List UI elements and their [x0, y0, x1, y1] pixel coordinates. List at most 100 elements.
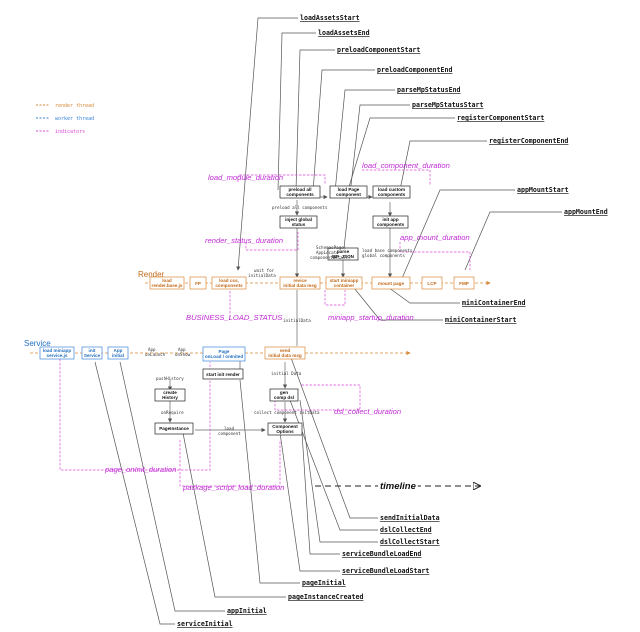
svg-text:History: History [162, 395, 178, 400]
box-fp: FP [189, 276, 207, 290]
svg-text:initial data msg: initial data msg [283, 283, 317, 288]
box-inject-global: inject global status [279, 215, 318, 229]
duration-miniapp-startup: miniapp_startup_duration [328, 313, 414, 322]
label-componentdetail: componentDetail; [310, 255, 350, 260]
svg-text:preload all: preload all [289, 187, 312, 192]
duration-business-load: BUSINESS_LOAD_STATUS [186, 313, 282, 322]
svg-text:initial data msg: initial data msg [268, 353, 302, 358]
legend-render: render thread [55, 103, 94, 109]
box-create-history: create History [154, 388, 186, 402]
box-start-miniapp: start miniapp container [325, 276, 363, 290]
svg-text:components: components [378, 192, 406, 197]
svg-text:component: component [336, 192, 361, 197]
duration-page-oninit: page_onInit_duration [104, 465, 176, 474]
svg-text:start init render: start init render [206, 372, 240, 377]
svg-text:initial: initial [112, 353, 124, 358]
duration-labels: load_module_duration load_component_dura… [104, 161, 470, 492]
box-component-options: Component Options [267, 422, 303, 436]
event-dsl-collect-start: dslCollectStart [380, 538, 440, 546]
svg-text:create: create [163, 390, 177, 395]
svg-text:MP_JSON: MP_JSON [332, 254, 355, 259]
flow-arrows [167, 194, 393, 433]
label-app-onlaunch-b: onLaunch [145, 352, 166, 357]
svg-text:load miniapp: load miniapp [43, 348, 72, 353]
svg-text:LCP: LCP [427, 281, 436, 286]
svg-text:start miniapp: start miniapp [330, 278, 359, 283]
event-leaders [94, 17, 562, 625]
box-load-custom: load custom components [372, 185, 411, 199]
svg-text:init: init [89, 348, 96, 353]
label-initialdata-top: initialData [248, 273, 276, 278]
label-schemaspage: SchemasPage; [316, 245, 346, 250]
svg-text:revice: revice [293, 278, 307, 283]
legend-worker: worker thread [55, 116, 94, 122]
event-register-component-start: registerComponentStart [457, 114, 544, 122]
event-load-assets-start: loadAssetsStart [300, 14, 360, 22]
svg-text:service.js: service.js [47, 353, 68, 358]
label-load-component-a: load [224, 426, 235, 431]
box-load-miniapp-service: load miniapp service.js [39, 346, 75, 360]
box-load-page: load Page component [329, 185, 368, 199]
svg-text:comp dsl: comp dsl [274, 395, 294, 400]
label-app-onshow-a: App [178, 347, 186, 352]
svg-text:PageInstance: PageInstance [159, 426, 189, 431]
svg-text:init app: init app [382, 217, 399, 222]
svg-text:onLoad / onInited: onLoad / onInited [205, 354, 243, 359]
svg-text:status: status [292, 222, 306, 227]
lane-service-label: Service [24, 339, 51, 348]
event-page-initial: pageInitial [302, 579, 346, 587]
svg-text:parse: parse [337, 249, 350, 254]
box-gen-comp-dsl: gen comp dsl [269, 388, 299, 402]
event-preload-component-start: preloadComponentStart [337, 46, 420, 54]
svg-text:components: components [377, 222, 405, 227]
legend-indicators: indicators [55, 129, 85, 135]
label-wait-for: wait for [254, 268, 275, 273]
label-applocate: AppLocate [316, 250, 339, 255]
event-load-assets-end: loadAssetsEnd [318, 29, 370, 37]
box-fmp: FMP [453, 276, 475, 290]
event-parse-mp-status-end: parseMpStatusEnd [397, 86, 461, 94]
svg-text:load: load [162, 278, 172, 283]
event-app-initial: appInitial [227, 607, 267, 615]
svg-text:inject global: inject global [285, 217, 312, 222]
event-preload-component-end: preloadComponentEnd [377, 66, 452, 74]
small-labels: preload all components SchemasPage; AppL… [145, 205, 413, 436]
box-mount-page: mount page [371, 276, 411, 290]
box-preload-all: preload all components [279, 185, 321, 199]
lane-render-label: Render [138, 270, 165, 279]
svg-text:Component: Component [272, 424, 298, 429]
svg-text:components: components [286, 192, 314, 197]
event-labels: loadAssetsStart loadAssetsEnd preloadCom… [177, 14, 608, 628]
event-page-instance-created: pageInstanceCreated [288, 593, 363, 601]
event-service-bundle-load-start: serviceBundleLoadStart [342, 567, 429, 575]
label-global-components: global components [362, 253, 405, 258]
event-mini-container-end: miniContainerEnd [462, 299, 526, 307]
label-app-onlaunch-a: App [148, 347, 156, 352]
svg-text:load css,: load css, [219, 278, 239, 283]
label-preload-all-components: preload all components [272, 205, 328, 210]
svg-text:Page: Page [219, 349, 230, 354]
box-app-initial: App initial [107, 346, 129, 360]
event-service-bundle-load-end: serviceBundleLoadEnd [342, 550, 421, 558]
svg-text:App: App [114, 348, 123, 353]
box-parse-mp: parse MP_JSON [327, 247, 359, 261]
event-app-mount-start: appMountStart [517, 186, 569, 194]
duration-load-module: load_module_duration [208, 173, 283, 182]
svg-text:FP: FP [195, 281, 201, 286]
event-register-component-end: registerComponentEnd [489, 137, 568, 145]
box-page-onload: Page onLoad / onInited [202, 346, 246, 362]
timeline-label: timeline [380, 481, 417, 492]
svg-text:Options: Options [276, 429, 294, 434]
svg-text:FMP: FMP [459, 281, 469, 286]
label-collect-component: collect component initData [254, 410, 320, 415]
svg-text:components: components [215, 283, 243, 288]
duration-lines [59, 169, 471, 487]
label-app-onshow-b: onShow [175, 352, 191, 357]
label-initial-data: initial Data [271, 371, 302, 376]
label-load-base-components: load base components [362, 248, 413, 253]
label-initialdata-mid: initialData [283, 318, 311, 323]
box-send-initial: send initial data msg [264, 346, 306, 360]
svg-text:load Page: load Page [338, 187, 360, 192]
